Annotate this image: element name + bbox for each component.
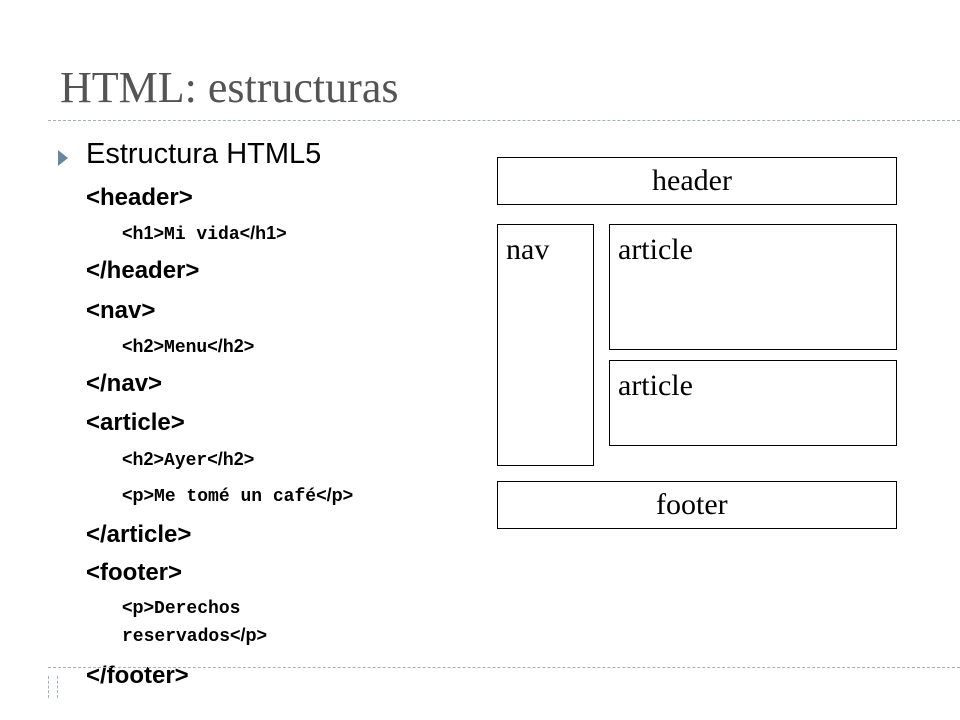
diagram-header-label: header: [652, 164, 732, 197]
diagram-nav-label: nav: [506, 233, 550, 266]
slide-title: HTML: estructuras: [60, 63, 399, 112]
code-line-h2-menu: <h2>Menu</h2>: [122, 336, 254, 358]
diagram-article-label-1: article: [618, 233, 693, 266]
code-line-header-open: <header>: [86, 184, 193, 213]
code-tag: </footer>: [86, 662, 189, 689]
bullet-heading: Estructura HTML5: [86, 138, 322, 170]
code-tag: <header>: [86, 184, 193, 211]
code-text: Ayer: [164, 451, 208, 471]
code-tag: </h2>: [207, 336, 255, 356]
diagram-nav-box: nav: [497, 224, 594, 466]
code-tag: </p>: [316, 485, 354, 505]
code-tag: <p>: [122, 597, 155, 617]
code-line-footer-close: </footer>: [86, 662, 189, 691]
code-line-nav-open: <nav>: [86, 297, 155, 326]
code-text: Derechos: [154, 599, 241, 619]
diagram-footer-box: footer: [497, 481, 897, 529]
diagram-header-box: header: [497, 157, 897, 205]
bullet-triangle-icon: [58, 150, 68, 166]
code-line-article-open: <article>: [86, 409, 185, 438]
bottom-divider: [48, 667, 960, 668]
code-tag: <h2>: [122, 449, 165, 469]
code-line-header-close: </header>: [86, 257, 199, 286]
code-tag: </h1>: [239, 223, 287, 243]
code-line-article-close: </article>: [86, 521, 191, 550]
code-tag: </nav>: [86, 370, 163, 397]
code-tag: <nav>: [86, 297, 156, 324]
code-line-p-reservados: reservados</p>: [122, 625, 267, 647]
code-tag: </p>: [230, 625, 268, 645]
code-tag: </header>: [86, 257, 200, 284]
code-tag: <p>: [122, 485, 155, 505]
code-text: reservados: [122, 627, 231, 647]
code-line-h1: <h1>Mi vida</h1>: [122, 223, 287, 245]
code-line-p-cafe: <p>Me tomé un café</p>: [122, 485, 353, 507]
code-tag: <footer>: [86, 559, 183, 586]
title-divider: [48, 120, 960, 121]
code-tag: </article>: [86, 521, 192, 548]
diagram-article-box-2: article: [609, 360, 897, 446]
corner-marker: [48, 676, 58, 698]
code-tag: <h2>: [122, 336, 165, 356]
code-line-footer-open: <footer>: [86, 559, 182, 588]
code-line-nav-close: </nav>: [86, 370, 162, 399]
code-tag: <article>: [86, 409, 185, 436]
code-text: Menu: [164, 338, 208, 358]
code-text: Me tomé un café: [154, 487, 317, 507]
code-line-h2-ayer: <h2>Ayer</h2>: [122, 449, 254, 471]
diagram-footer-label: footer: [656, 488, 728, 521]
diagram-article-label-2: article: [618, 369, 693, 402]
code-tag: <h1>: [122, 223, 165, 243]
code-text: Mi vida: [164, 225, 240, 245]
code-line-p-derechos: <p>Derechos: [122, 597, 240, 619]
diagram-article-box-1: article: [609, 224, 897, 350]
code-tag: </h2>: [207, 449, 255, 469]
